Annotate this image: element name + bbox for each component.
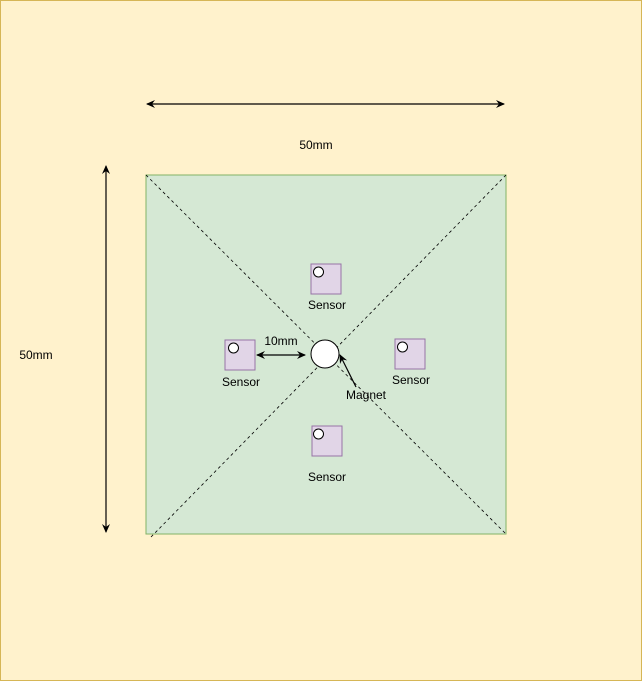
- height-dimension-label: 50mm: [19, 348, 52, 362]
- sensor-right: Sensor: [392, 338, 430, 387]
- sensor-right-label: Sensor: [392, 373, 430, 387]
- width-dimension-label: 50mm: [299, 138, 332, 152]
- magnet-pointer-arrow: [339, 354, 357, 388]
- sensor-top: Sensor: [308, 263, 346, 312]
- sensor-bottom-label: Sensor: [308, 470, 346, 484]
- magnet-icon: [310, 339, 340, 369]
- sensor-bottom-dot-icon: [313, 428, 324, 440]
- magnet-label: Magnet: [346, 388, 387, 402]
- sensor-bottom: Sensor: [308, 425, 346, 484]
- spacing-dimension-label: 10mm: [264, 334, 297, 348]
- sensor-left-dot-icon: [228, 342, 239, 354]
- sensor-left-label: Sensor: [222, 375, 260, 389]
- sensor-right-dot-icon: [397, 341, 408, 353]
- sensor-top-label: Sensor: [308, 298, 346, 312]
- sensor-left: Sensor: [222, 339, 260, 389]
- sensor-top-dot-icon: [313, 266, 324, 278]
